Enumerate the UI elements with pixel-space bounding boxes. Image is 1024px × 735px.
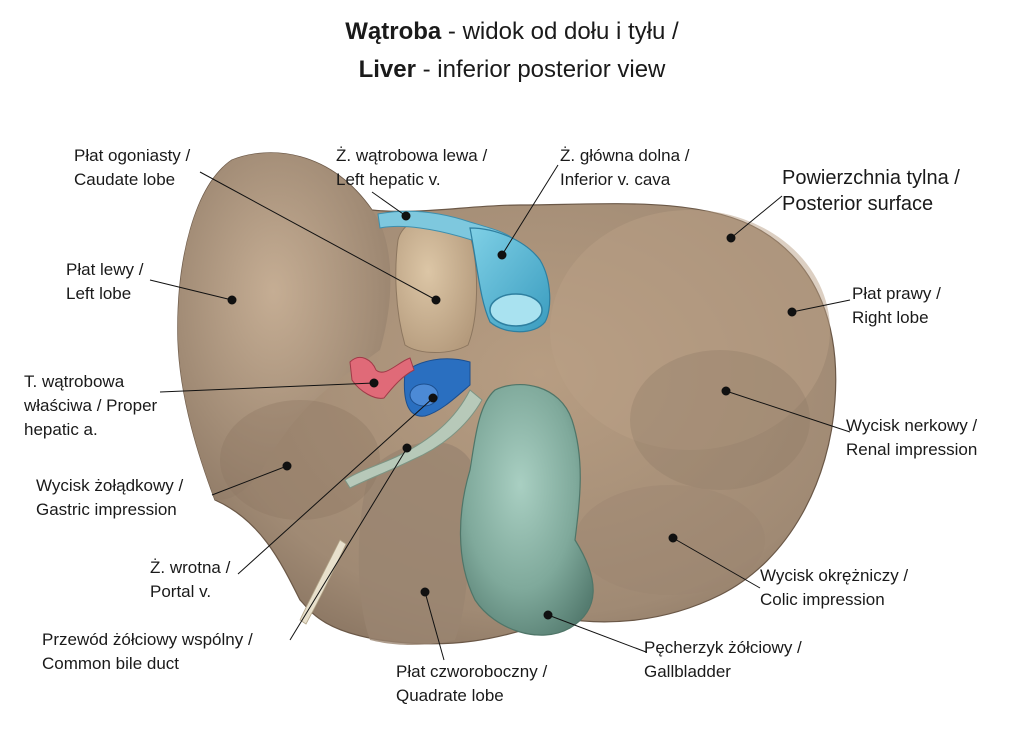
label-bile-duct-en: Common bile duct	[42, 654, 180, 673]
label-gallbladder-pl: Pęcherzyk żółciowy /	[644, 638, 802, 657]
label-renal-en: Renal impression	[846, 440, 978, 459]
label-colic-impression: Wycisk okrężniczy / Colic impression	[760, 564, 908, 612]
gastric-impression-shade	[220, 400, 380, 520]
label-gallbladder-en: Gallbladder	[644, 662, 731, 681]
proper-hepatic-artery	[349, 357, 415, 399]
label-left-lobe-pl: Płat lewy /	[66, 260, 144, 279]
title-polish: Wątroba - widok od dołu i tyłu /	[345, 18, 679, 45]
label-quadrate-lobe: Płat czworoboczny / Quadrate lobe	[396, 660, 547, 708]
label-quadrate-en: Quadrate lobe	[396, 686, 504, 705]
label-posterior-pl: Powierzchnia tylna /	[782, 167, 960, 189]
label-right-lobe-en: Right lobe	[852, 308, 929, 327]
label-right-lobe: Płat prawy / Right lobe	[852, 282, 941, 330]
renal-impression-shade	[630, 350, 810, 490]
label-left-hepatic-pl: Ż. wątrobowa lewa /	[336, 146, 488, 165]
label-portal-vein: Ż. wrotna / Portal v.	[150, 556, 230, 604]
quadrate-lobe-shape	[358, 441, 470, 645]
label-portal-pl: Ż. wrotna /	[150, 558, 231, 577]
ivc-lumen	[489, 293, 543, 327]
label-left-lobe: Płat lewy / Left lobe	[66, 258, 143, 306]
label-proper-hepatic-en: hepatic a.	[24, 420, 98, 439]
label-proper-hepatic-pl1: T. wątrobowa	[24, 372, 125, 391]
leader-quadrate	[424, 591, 445, 661]
label-ivc-pl: Ż. główna dolna /	[560, 146, 690, 165]
leader-gallbladder	[547, 614, 647, 653]
label-right-lobe-pl: Płat prawy /	[852, 284, 941, 303]
label-gallbladder: Pęcherzyk żółciowy / Gallbladder	[644, 636, 802, 684]
leader-proper-hepatic	[159, 382, 375, 393]
label-proper-hepatic-artery: T. wątrobowa właściwa / Proper hepatic a…	[24, 370, 157, 442]
label-renal-pl: Wycisk nerkowy /	[846, 416, 978, 435]
leader-dot-gastric	[282, 461, 292, 471]
left-lobe-shape	[177, 152, 391, 500]
leader-bile-duct	[289, 447, 408, 641]
label-inferior-vena-cava: Ż. główna dolna / Inferior v. cava	[560, 144, 689, 192]
label-renal-impression: Wycisk nerkowy / Renal impression	[846, 414, 977, 462]
label-colic-en: Colic impression	[760, 590, 885, 609]
posterior-surface-shade	[550, 210, 830, 450]
leader-dot-right-lobe	[787, 307, 797, 317]
leader-gastric	[211, 465, 288, 496]
leader-dot-quadrate	[420, 587, 430, 597]
label-portal-en: Portal v.	[150, 582, 212, 601]
label-gastric-en: Gastric impression	[36, 500, 177, 519]
label-proper-hepatic-pl2: właściwa / Proper	[24, 396, 158, 415]
leader-dot-bile-duct	[402, 443, 412, 453]
label-caudate-lobe: Płat ogoniasty / Caudate lobe	[74, 144, 190, 192]
label-posterior-en: Posterior surface	[782, 193, 934, 215]
common-bile-duct	[344, 389, 483, 489]
label-common-bile-duct: Przewód żółciowy wspólny / Common bile d…	[42, 628, 253, 676]
label-colic-pl: Wycisk okrężniczy /	[760, 566, 909, 585]
leader-right-lobe	[791, 299, 851, 313]
title-english: Liver - inferior posterior view	[358, 56, 666, 83]
leader-dot-gallbladder	[543, 610, 553, 620]
leader-renal	[725, 390, 851, 433]
leader-portal	[237, 397, 434, 575]
leader-dot-caudate	[431, 295, 441, 305]
label-gastric-impression: Wycisk żołądkowy / Gastric impression	[36, 474, 183, 522]
leader-dot-left-hepatic	[401, 211, 411, 221]
leader-dot-renal	[721, 386, 731, 396]
label-bile-duct-pl: Przewód żółciowy wspólny /	[42, 630, 253, 649]
label-left-hepatic-en: Left hepatic v.	[336, 170, 441, 189]
label-gastric-pl: Wycisk żołądkowy /	[36, 476, 184, 495]
label-left-lobe-en: Left lobe	[66, 284, 132, 303]
leader-left-hepatic	[371, 191, 407, 217]
label-left-hepatic-vein: Ż. wątrobowa lewa / Left hepatic v.	[336, 144, 487, 192]
leader-caudate	[199, 171, 437, 301]
label-ivc-en: Inferior v. cava	[560, 170, 671, 189]
leader-dot-portal	[428, 393, 438, 403]
leader-left-lobe	[149, 279, 233, 301]
label-quadrate-pl: Płat czworoboczny /	[396, 662, 548, 681]
leader-dot-proper-hepatic	[369, 378, 379, 388]
leader-ivc	[501, 164, 559, 256]
gallbladder-shape	[459, 384, 594, 636]
label-caudate-en: Caudate lobe	[74, 170, 176, 189]
leader-dot-colic	[668, 533, 678, 543]
leader-dot-left-lobe	[227, 295, 237, 305]
label-caudate-pl: Płat ogoniasty /	[74, 146, 191, 165]
leader-posterior	[730, 195, 783, 239]
leader-dot-ivc	[497, 250, 507, 260]
leader-dot-posterior	[726, 233, 736, 243]
label-posterior-surface: Powierzchnia tylna / Posterior surface	[782, 165, 960, 217]
leader-colic	[672, 537, 761, 589]
